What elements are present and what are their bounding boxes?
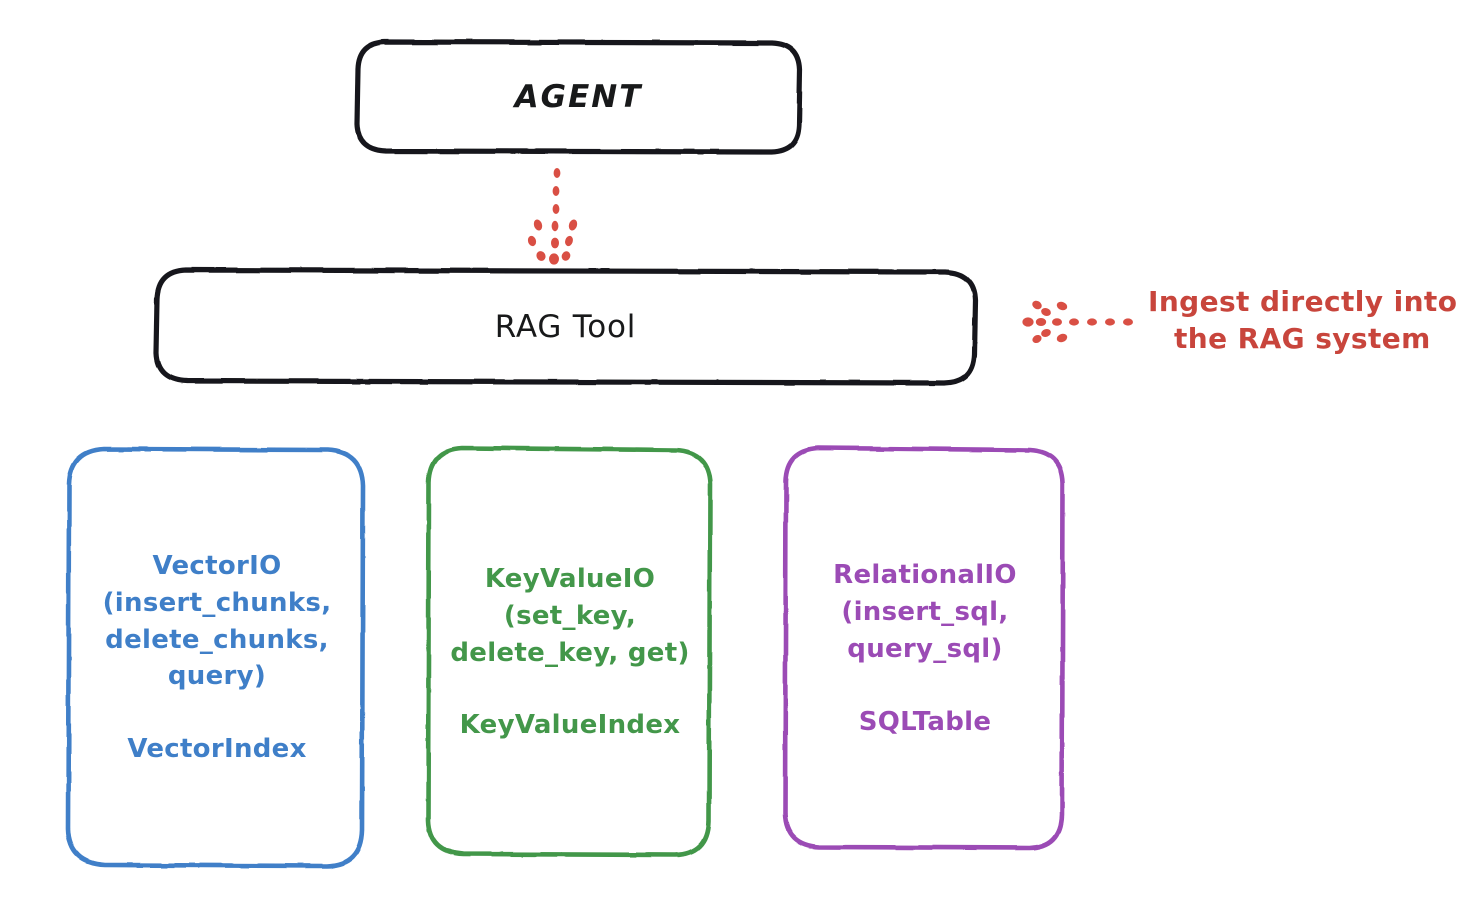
keyvalue-io-node[interactable] <box>425 445 713 858</box>
keyvalue-io-box-outline <box>425 445 713 858</box>
agent-node[interactable] <box>354 39 803 155</box>
agent-box-outline <box>354 39 803 155</box>
relational-io-box-outline <box>782 445 1066 851</box>
vector-io-node[interactable] <box>65 446 366 869</box>
rag-tool-box-outline <box>153 267 978 386</box>
rag-tool-node[interactable] <box>153 267 978 386</box>
agent-to-rag-connector <box>527 168 578 265</box>
annotation-to-rag-connector <box>1022 300 1133 344</box>
vector-io-box-outline <box>65 446 366 869</box>
relational-io-node[interactable] <box>782 445 1066 851</box>
